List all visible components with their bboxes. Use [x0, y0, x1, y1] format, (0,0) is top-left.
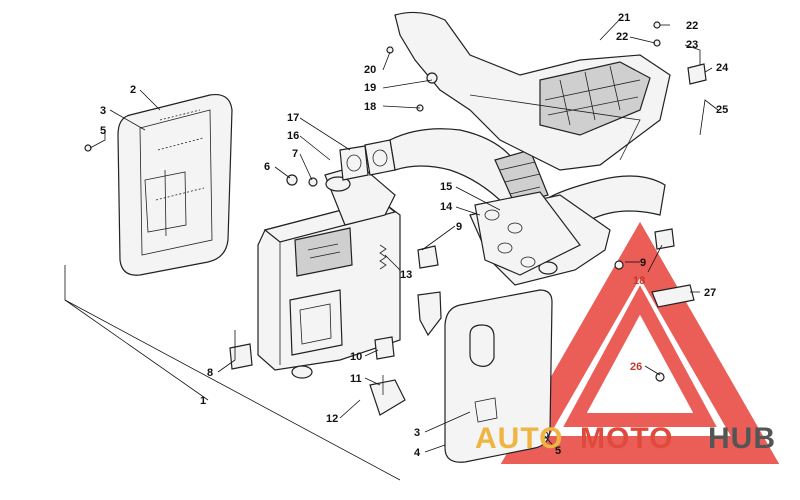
- callout-24: 24: [716, 62, 729, 74]
- watermark-text: AUTO MOTO HUB: [475, 422, 776, 455]
- watermark-inner-triangle-icon: [563, 285, 717, 427]
- callout-8: 8: [207, 367, 213, 379]
- callout-6: 6: [264, 161, 270, 173]
- watermark-hub: HUB: [708, 422, 776, 455]
- callout-16: 16: [287, 130, 299, 142]
- callout-13: 13: [400, 269, 412, 281]
- callout-12: 12: [326, 413, 338, 425]
- callout-7: 7: [292, 148, 298, 160]
- callout-3: 3: [100, 105, 106, 117]
- callout-18-top: 18: [364, 101, 376, 113]
- watermark-moto: MOTO: [580, 422, 673, 455]
- callout-26: 26: [630, 361, 642, 373]
- callout-9-right: 9: [640, 257, 646, 269]
- watermark-logo: [500, 221, 780, 464]
- callout-1: 1: [200, 395, 206, 407]
- callout-22-top: 22: [686, 20, 698, 32]
- callout-4: 4: [414, 447, 421, 459]
- callout-18-red: 18: [633, 275, 645, 287]
- watermark-triangle-icon: [500, 221, 780, 464]
- catalyst-cover: [394, 11, 671, 171]
- callout-14: 14: [440, 201, 453, 213]
- callout-5-bottom: 5: [555, 445, 561, 457]
- callout-3-bottom: 3: [414, 427, 420, 439]
- callout-labels: 1 2 3 5 6 7 16 17 18 19 20 21 22 22 23 2…: [100, 12, 729, 459]
- heat-shield-right: [444, 289, 553, 463]
- callout-11: 11: [350, 373, 362, 385]
- callout-10: 10: [350, 351, 362, 363]
- callout-19: 19: [364, 82, 376, 94]
- hardware-parts: [84, 21, 707, 439]
- callout-15: 15: [440, 181, 452, 193]
- callout-25: 25: [716, 104, 728, 116]
- callout-27: 27: [704, 287, 716, 299]
- leader-lines: [64, 16, 719, 481]
- muffler-body: [257, 164, 401, 379]
- watermark-auto: AUTO: [475, 422, 563, 455]
- callout-9-left: 9: [456, 221, 462, 233]
- heat-shield-left: [117, 93, 233, 276]
- callout-20: 20: [364, 64, 376, 76]
- callout-17: 17: [287, 112, 299, 124]
- gasket-parts: [339, 139, 581, 276]
- callout-2: 2: [130, 84, 136, 96]
- callout-23: 23: [686, 39, 698, 51]
- callout-21: 21: [618, 12, 630, 24]
- callout-5: 5: [100, 125, 106, 137]
- callout-22-mid: 22: [616, 31, 628, 43]
